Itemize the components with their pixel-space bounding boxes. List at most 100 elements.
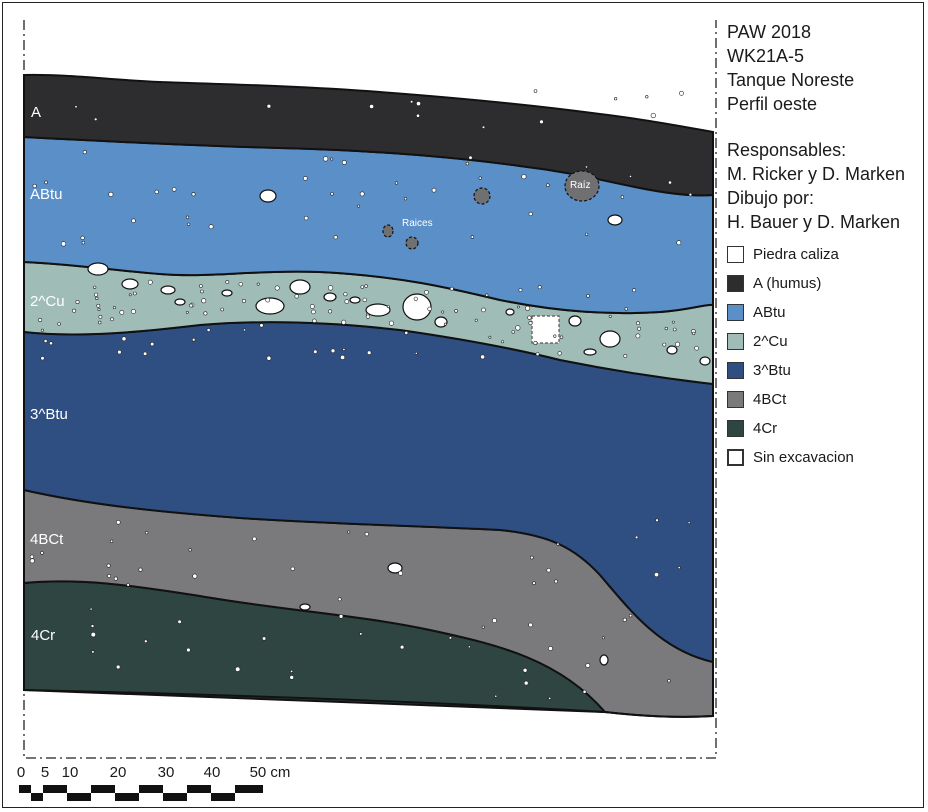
pebble bbox=[448, 636, 453, 640]
pebble bbox=[200, 289, 204, 294]
legend-label: 4BCt bbox=[753, 391, 787, 408]
scale-cell bbox=[31, 793, 43, 801]
pebble bbox=[414, 351, 418, 355]
pebble bbox=[199, 284, 203, 288]
pebble bbox=[108, 191, 114, 197]
legend-swatch bbox=[727, 246, 744, 263]
legend-swatch bbox=[727, 275, 744, 292]
pebble bbox=[664, 326, 668, 331]
pebble bbox=[556, 542, 560, 546]
scale-cell bbox=[235, 785, 263, 793]
pebble bbox=[634, 535, 639, 540]
pebble bbox=[208, 224, 214, 230]
pebble bbox=[96, 303, 101, 308]
pebble bbox=[694, 345, 699, 351]
limestone-stone bbox=[349, 296, 361, 304]
small-pebbles bbox=[29, 89, 699, 700]
legend-swatch bbox=[727, 333, 744, 350]
pebble bbox=[386, 305, 390, 309]
legend-swatch bbox=[727, 449, 744, 466]
site-header: PAW 2018 WK21A-5 Tanque Noreste Perfil o… bbox=[727, 20, 925, 116]
pebble bbox=[38, 317, 43, 322]
pebble bbox=[294, 294, 299, 299]
pebble bbox=[80, 235, 85, 240]
pebble bbox=[188, 548, 192, 552]
pebble bbox=[679, 90, 684, 96]
limestone-stone bbox=[599, 654, 609, 666]
layer-label-3btu: 3^Btu bbox=[30, 406, 68, 423]
pebble bbox=[628, 613, 633, 618]
pebble bbox=[185, 310, 189, 314]
pebble bbox=[443, 322, 447, 326]
pebble bbox=[518, 288, 523, 293]
pebble bbox=[150, 342, 155, 347]
pebble bbox=[43, 339, 48, 343]
scale-cell bbox=[163, 793, 187, 801]
pebble bbox=[529, 555, 534, 560]
pebble bbox=[431, 187, 437, 193]
pebble bbox=[130, 308, 136, 314]
pebble bbox=[186, 647, 191, 653]
pebble bbox=[357, 204, 361, 208]
scale-cell bbox=[115, 793, 139, 801]
annotation-raices: Raices bbox=[402, 218, 433, 229]
pebble bbox=[359, 191, 365, 197]
pebble bbox=[369, 104, 374, 109]
pebble bbox=[511, 330, 515, 334]
pebble bbox=[608, 314, 612, 318]
pebble bbox=[112, 306, 116, 310]
pebble bbox=[117, 349, 122, 355]
pebble bbox=[313, 349, 318, 354]
pebble bbox=[252, 536, 257, 542]
pebble bbox=[256, 282, 260, 286]
scale-cell bbox=[43, 785, 67, 793]
pebble bbox=[44, 180, 48, 185]
pebble bbox=[225, 280, 230, 284]
pebble bbox=[517, 305, 520, 309]
legend-swatch bbox=[727, 362, 744, 379]
pebble bbox=[81, 240, 86, 245]
pebble bbox=[106, 563, 111, 568]
layer-label-4bct: 4BCt bbox=[30, 531, 64, 548]
pebble bbox=[585, 165, 588, 169]
pebble bbox=[687, 521, 691, 525]
pebble bbox=[185, 215, 190, 219]
pebble bbox=[201, 298, 207, 304]
pebble bbox=[265, 297, 271, 303]
pebble bbox=[97, 307, 101, 311]
pebble bbox=[677, 566, 681, 570]
layer-label-a: A bbox=[31, 104, 42, 121]
pebble bbox=[110, 317, 114, 322]
pebble bbox=[133, 291, 137, 296]
pebble bbox=[584, 232, 589, 236]
credits-block: Responsables: M. Ricker y D. Marken Dibu… bbox=[727, 138, 925, 234]
pebble bbox=[474, 318, 478, 322]
pebble bbox=[554, 579, 558, 584]
pebble bbox=[128, 293, 132, 297]
pebble bbox=[650, 112, 656, 119]
pebble bbox=[330, 348, 336, 354]
pebble bbox=[468, 155, 473, 160]
limestone-stones bbox=[87, 189, 711, 666]
limestone-stone bbox=[289, 279, 311, 295]
pebble bbox=[89, 607, 93, 611]
annotation-raiz: Raíz bbox=[570, 180, 591, 191]
pebble bbox=[501, 340, 505, 344]
pebble bbox=[191, 337, 196, 342]
layer-label-2cu: 2^Cu bbox=[30, 293, 65, 310]
pebble bbox=[416, 101, 421, 106]
pebble bbox=[94, 292, 99, 297]
scale-cell bbox=[91, 793, 115, 801]
profile-line: Perfil oeste bbox=[727, 94, 818, 114]
pebble bbox=[344, 299, 350, 304]
pebble bbox=[364, 284, 368, 288]
pebble bbox=[302, 176, 308, 181]
pebble bbox=[582, 689, 587, 694]
responsables-names: M. Ricker y D. Marken bbox=[727, 164, 906, 184]
scale-cell bbox=[139, 793, 163, 801]
pebble bbox=[147, 279, 153, 285]
pebble bbox=[532, 581, 536, 586]
pebble bbox=[93, 285, 97, 289]
pebble bbox=[311, 309, 316, 315]
